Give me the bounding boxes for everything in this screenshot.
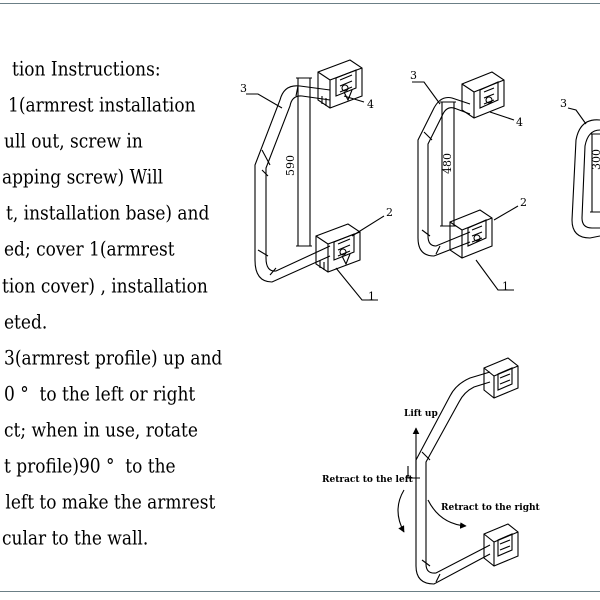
retract-right-label: Retract to the right [441, 503, 541, 513]
instruction-line-14: cular to the wall. [2, 527, 149, 550]
diagram-a-dimension: 590 [284, 155, 297, 176]
installation-instructions: tion Instructions: 1(armrest installatio… [0, 0, 250, 590]
retract-left-label: Retract to the left [322, 475, 414, 485]
instruction-line-6: ed; cover 1(armrest [4, 238, 175, 261]
lower-rotated-installation-base [483, 523, 519, 567]
rotated-armrest-tube-inner [425, 381, 491, 574]
diagram-a-label-2: 2 [386, 206, 393, 219]
diagram-b-label-1: 1 [502, 280, 509, 293]
instruction-line-10: 0 ° to the left or right [4, 383, 196, 406]
bottom-installation-base [315, 223, 361, 273]
top-installation-base [461, 71, 505, 119]
instruction-line-11: ct; when in use, rotate [4, 419, 198, 442]
bottom-installation-base [449, 209, 493, 259]
instruction-line-2: 1(armrest installation [8, 94, 196, 117]
top-border-line [0, 3, 600, 4]
armrest-profile-tube-outer [254, 85, 331, 283]
diagram-c-label-3: 3 [560, 97, 567, 110]
rotation-diagram [397, 357, 519, 585]
diagram-a-label-1: 1 [368, 290, 375, 303]
retract-right-arrow [427, 499, 467, 529]
instruction-line-7: tion cover) , installation [2, 275, 208, 298]
diagram-b-label-2: 2 [520, 196, 527, 209]
instruction-line-1: tion Instructions: [12, 58, 161, 81]
instruction-line-12: t profile)90 ° to the [4, 455, 176, 478]
diagram-b-label-4: 4 [516, 116, 523, 129]
dimension-line-300 [590, 133, 600, 213]
diagram-c-dimension: 300 [590, 149, 600, 170]
lift-up-label: Lift up [404, 409, 438, 419]
dimension-line-480 [440, 101, 456, 227]
diagram-a-label-4: 4 [367, 98, 374, 111]
upper-rotated-installation-base [483, 357, 519, 399]
armrest-diagram-480 [412, 71, 519, 291]
armrest-profile-tube-outer [571, 119, 600, 239]
retract-left-arrow [397, 489, 405, 533]
instruction-line-4: apping screw) Will [2, 166, 164, 189]
rotated-armrest-tube-outer [415, 371, 491, 585]
instruction-line-13: left to make the armrest [0, 491, 216, 514]
dimension-line-590 [296, 77, 312, 247]
armrest-diagram-300 [567, 107, 600, 239]
top-installation-base [317, 59, 363, 109]
armrest-profile-tube-inner [427, 107, 471, 247]
armrest-diagram-590 [246, 59, 385, 301]
armrest-profile-tube-inner [581, 129, 600, 229]
diagram-a-label-3: 3 [240, 82, 247, 95]
instruction-line-9: 3(armrest profile) up and [4, 347, 223, 370]
instruction-line-8: eted. [4, 311, 48, 334]
instruction-line-3: ull out, screw in [4, 130, 143, 153]
diagram-b-dimension: 480 [441, 153, 454, 174]
armrest-profile-tube-outer [417, 96, 471, 257]
instruction-line-5: t, installation base) and [6, 202, 210, 225]
diagram-b-label-3: 3 [410, 69, 417, 82]
bottom-border-line [0, 591, 600, 592]
